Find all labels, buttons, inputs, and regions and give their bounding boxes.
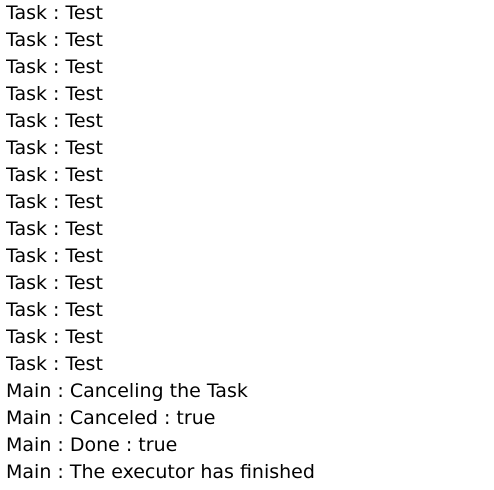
console-line: Task : Test: [6, 164, 103, 186]
console-output: Task : Test Task : Test Task : Test Task…: [6, 0, 490, 490]
console-line: Main : Canceling the Task: [6, 380, 248, 402]
console-line: Main : The executor has finished: [6, 461, 315, 483]
console-line: Main : Done : true: [6, 434, 178, 456]
console-line: Task : Test: [6, 218, 103, 240]
console-line: Task : Test: [6, 191, 103, 213]
console-line: Main : Canceled : true: [6, 407, 216, 429]
console-line: Task : Test: [6, 245, 103, 267]
console-line: Task : Test: [6, 56, 103, 78]
console-line: Task : Test: [6, 326, 103, 348]
console-line: Task : Test: [6, 29, 103, 51]
console-line: Task : Test: [6, 137, 103, 159]
console-line: Task : Test: [6, 2, 103, 24]
console-line: Task : Test: [6, 83, 103, 105]
console-line: Task : Test: [6, 299, 103, 321]
console-line: Task : Test: [6, 272, 103, 294]
console-line: Task : Test: [6, 353, 103, 375]
console-line: Task : Test: [6, 110, 103, 132]
